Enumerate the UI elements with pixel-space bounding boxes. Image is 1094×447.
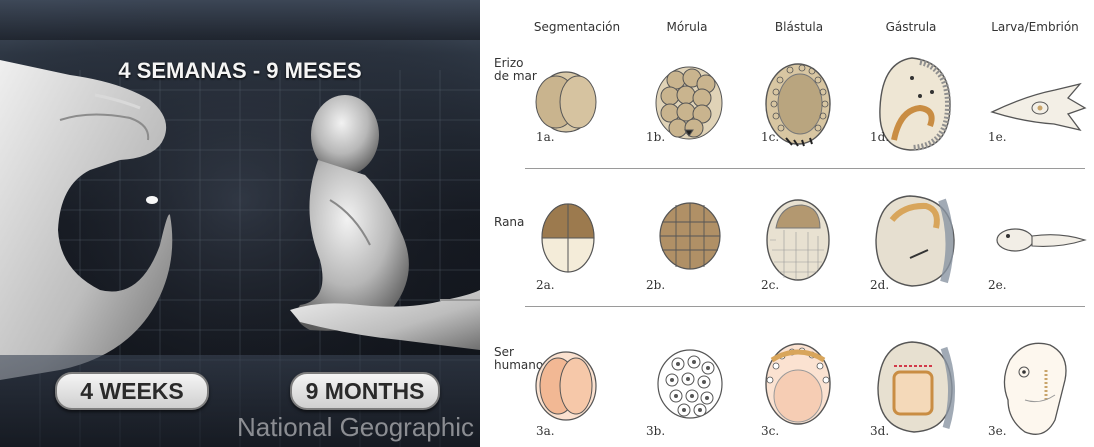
human-blastocyst-drawing — [766, 344, 830, 424]
human-segmentation-drawing — [536, 352, 596, 420]
urchin-morula-drawing — [656, 67, 722, 139]
stage-label: 1e. — [988, 130, 1007, 144]
human-gastrula-drawing — [878, 342, 952, 432]
embryo-development-diagram: Segmentación Mórula Blástula Gástrula La… — [480, 0, 1094, 447]
stage-label: 2e. — [988, 278, 1007, 292]
stage-label: 2c. — [761, 278, 779, 292]
stage-label: 3c. — [761, 424, 779, 438]
urchin-larva-drawing — [992, 84, 1085, 130]
stage-drawings — [480, 0, 1094, 447]
urchin-segmentation-drawing — [536, 72, 596, 132]
months-label: 9 MONTHS — [290, 372, 440, 410]
weeks-label: 4 WEEKS — [55, 372, 209, 410]
stage-label: 2a. — [536, 278, 555, 292]
frog-blastula-drawing — [767, 200, 829, 280]
fetal-growth-photo: 4 SEMANAS - 9 MESES 4 WEEKS 9 MONTHS Nat… — [0, 0, 480, 447]
stage-label: 3e. — [988, 424, 1007, 438]
brand-watermark: National Geographic — [237, 412, 474, 443]
frog-tadpole-drawing — [997, 229, 1085, 251]
human-embryo-drawing — [1004, 343, 1066, 434]
frog-segmentation-drawing — [542, 204, 594, 272]
human-morula-drawing — [658, 350, 722, 418]
frog-morula-drawing — [660, 203, 720, 269]
stage-label: 3b. — [646, 424, 665, 438]
photo-headline: 4 SEMANAS - 9 MESES — [0, 58, 480, 84]
stage-label: 3a. — [536, 424, 555, 438]
frog-gastrula-drawing — [876, 196, 954, 286]
urchin-gastrula-drawing — [880, 58, 950, 150]
stage-label: 1c. — [761, 130, 779, 144]
stage-label: 1a. — [536, 130, 555, 144]
stage-label: 1b. — [646, 130, 665, 144]
stage-label: 1d. — [870, 130, 889, 144]
stage-label: 3d. — [870, 424, 889, 438]
stage-label: 2d. — [870, 278, 889, 292]
stage-label: 2b. — [646, 278, 665, 292]
